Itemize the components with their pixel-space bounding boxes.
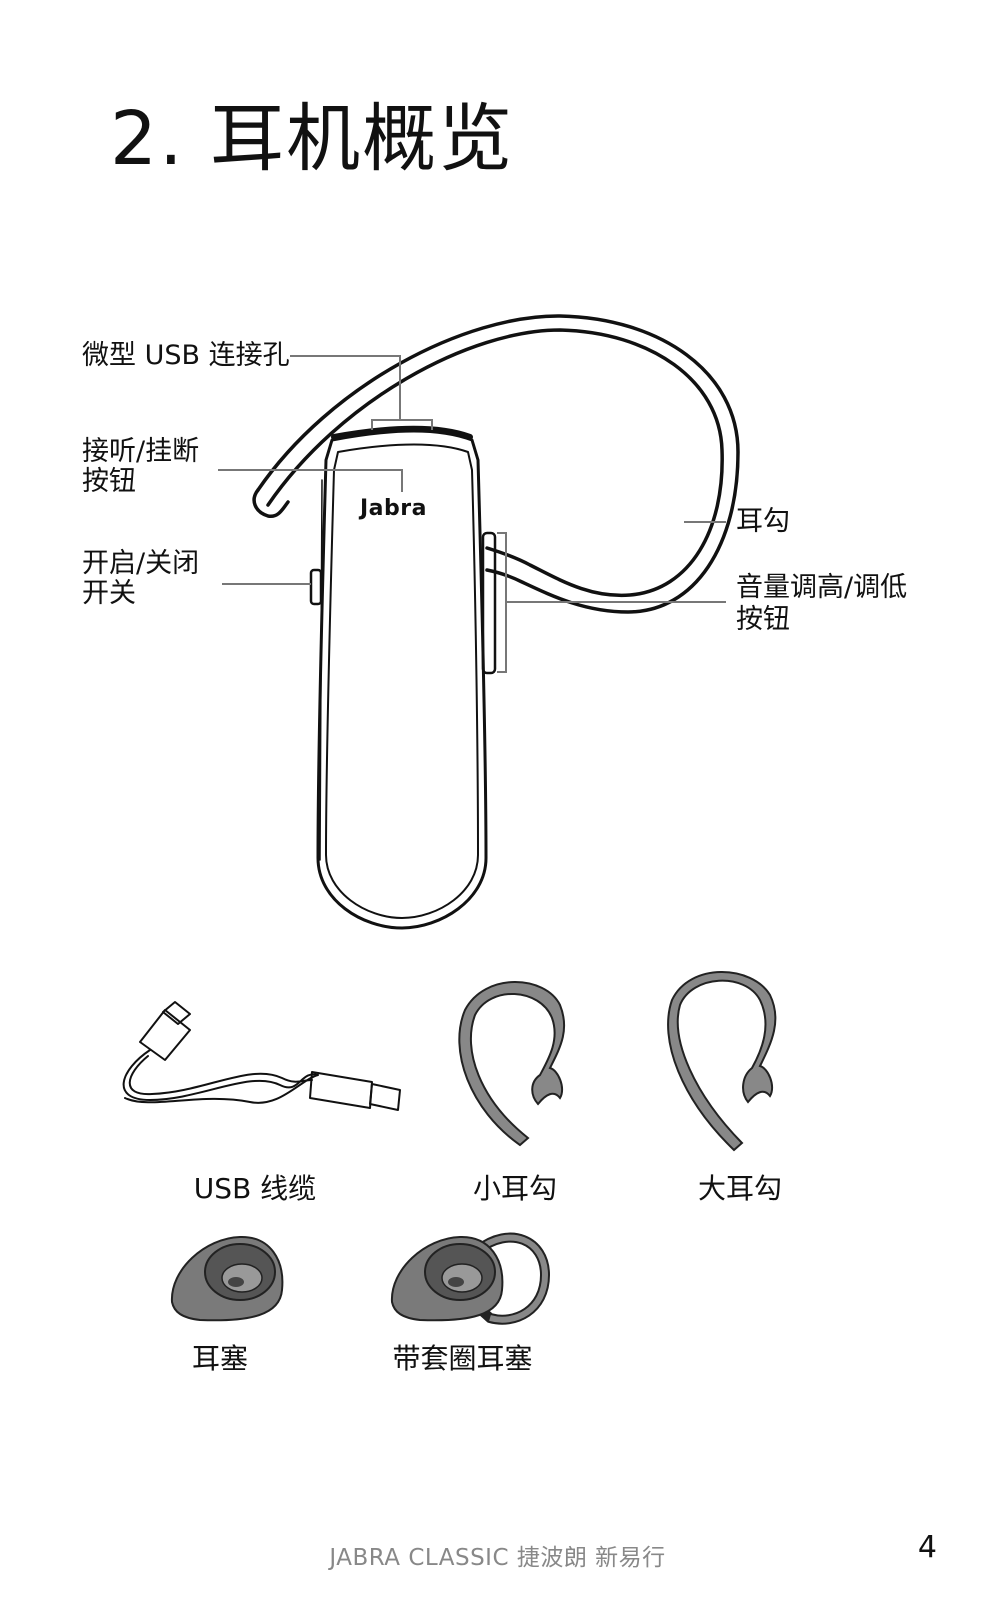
eargel-shape <box>170 1235 284 1322</box>
small-earhook-shape <box>458 981 566 1147</box>
label-power-2: 开关 <box>82 578 136 609</box>
page-footer: JABRA CLASSIC 捷波朗 新易行 <box>329 1545 666 1571</box>
page-number: 4 <box>917 1530 937 1565</box>
label-volume-2: 按钮 <box>736 604 790 635</box>
page-title: 2. 耳机概览 <box>110 96 515 182</box>
caption-large-earhook: 大耳勾 <box>697 1172 782 1205</box>
label-earhook: 耳勾 <box>736 506 790 537</box>
caption-eargel-ring: 带套圈耳塞 <box>392 1342 533 1375</box>
eargel-ring-shape <box>390 1232 551 1325</box>
caption-eargel: 耳塞 <box>191 1342 248 1375</box>
label-micro-usb: 微型 USB 连接孔 <box>82 340 290 371</box>
leader-micro-usb <box>290 355 401 420</box>
label-power-1: 开启/关闭 <box>82 548 200 579</box>
large-earhook-shape <box>667 971 777 1152</box>
label-volume-1: 音量调高/调低 <box>736 572 908 603</box>
usb-cable-shape <box>122 1001 401 1111</box>
earhook-shape <box>252 314 740 614</box>
caption-small-earhook: 小耳勾 <box>472 1172 557 1205</box>
caption-usb-cable: USB 线缆 <box>193 1172 317 1205</box>
leader-volume <box>497 532 726 673</box>
brand-logo: Jabra <box>360 496 427 521</box>
label-answer-end-1: 接听/挂断 <box>82 436 200 467</box>
label-answer-end-2: 按钮 <box>82 466 136 497</box>
headset-body <box>309 419 497 930</box>
leader-answer <box>218 469 403 492</box>
